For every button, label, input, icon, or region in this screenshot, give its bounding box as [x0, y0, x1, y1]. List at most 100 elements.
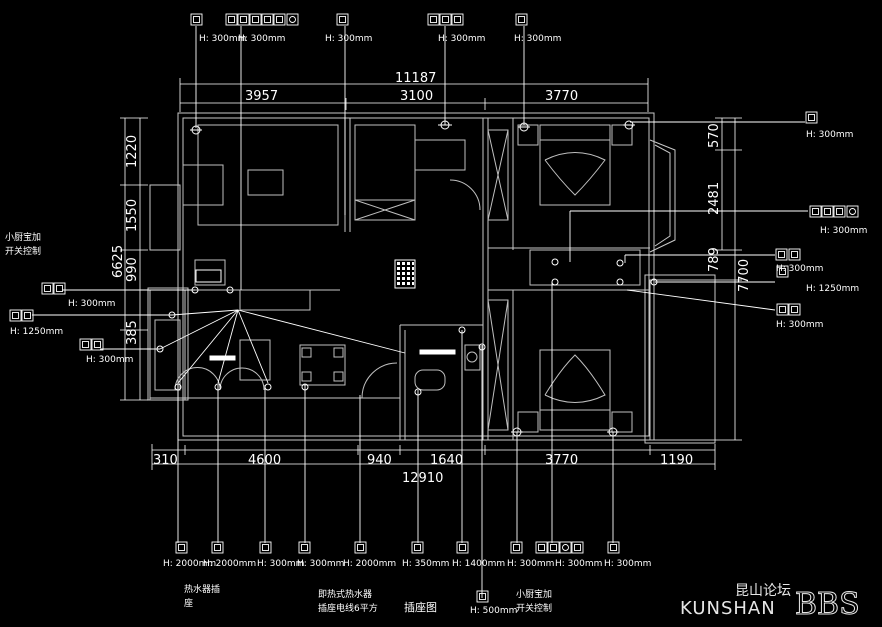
- socket-icon: [833, 205, 846, 218]
- dim-left-2: 1550: [125, 199, 140, 232]
- dim-top-3: 3770: [545, 89, 578, 104]
- socket-icon: [776, 265, 789, 278]
- socket-icon: [821, 205, 834, 218]
- note-water-heater-line2: 座: [184, 597, 193, 609]
- socket-marker: [226, 286, 234, 294]
- appliance-bar: [209, 355, 236, 361]
- drawing-title: 插座图: [404, 600, 437, 614]
- socket-marker: [438, 120, 452, 130]
- closet-x: [487, 299, 509, 431]
- socket-marker: [190, 125, 202, 135]
- stair-outline: [394, 259, 416, 289]
- chair: [301, 347, 312, 358]
- socket-height-label: H: 300mm: [604, 559, 651, 569]
- dim-left-1: 1220: [125, 135, 140, 168]
- socket-icon: [211, 541, 224, 554]
- bed-pillow: [544, 152, 606, 196]
- walls: [147, 112, 716, 444]
- socket-marker: [616, 259, 624, 267]
- closet: [487, 129, 509, 221]
- outer-wall-outer: [177, 112, 655, 441]
- socket-height-label: H: 300mm: [507, 559, 554, 569]
- socket-height-label: H: 2000mm: [163, 559, 216, 569]
- furniture: [154, 124, 641, 433]
- socket-icon: [456, 541, 469, 554]
- bed: [539, 124, 611, 206]
- socket-icon: [776, 303, 789, 316]
- socket-height-label: H: 300mm: [68, 299, 115, 309]
- dim-top-2: 3100: [400, 89, 433, 104]
- socket-icon: [21, 309, 34, 322]
- note-kitchen-left-line1: 小厨宝加: [5, 231, 41, 243]
- socket-height-label: H: 350mm: [402, 559, 449, 569]
- socket-icon: [259, 541, 272, 554]
- dim-left-4: 990: [125, 257, 140, 282]
- socket-icon: [788, 248, 801, 261]
- socket-marker: [191, 286, 199, 294]
- socket-icon: [846, 205, 859, 218]
- dim-total-top: 11187: [395, 71, 436, 86]
- dim-bottom-5: 3770: [545, 453, 578, 468]
- socket-height-label: H: 300mm: [257, 559, 304, 569]
- socket-icon: [510, 541, 523, 554]
- dim-bottom-1: 310: [153, 453, 178, 468]
- appliance-bar: [419, 349, 456, 355]
- toilet: [414, 369, 446, 391]
- dim-top-1: 3957: [245, 89, 278, 104]
- kitchen-island: [239, 339, 271, 381]
- socket-marker: [174, 383, 182, 391]
- socket-icon: [79, 338, 92, 351]
- socket-height-label: H: 300mm: [776, 320, 823, 330]
- right-balcony-wall: [649, 279, 716, 441]
- socket-icon: [559, 541, 572, 554]
- closet: [487, 299, 509, 431]
- outer-wall-inner: [182, 117, 650, 437]
- socket-marker: [551, 278, 559, 286]
- socket-marker: [551, 258, 559, 266]
- socket-height-label: H: 300mm: [555, 559, 602, 569]
- socket-height-label: H: 300mm: [806, 130, 853, 140]
- socket-marker: [414, 388, 422, 396]
- note-kitchen-bottom-line1: 小厨宝加: [516, 588, 552, 600]
- socket-icon: [53, 282, 66, 295]
- sink: [464, 344, 481, 371]
- socket-height-label: H: 300mm: [86, 355, 133, 365]
- socket-icon: [607, 541, 620, 554]
- socket-height-label: H: 300mm: [514, 34, 561, 44]
- socket-icon: [515, 13, 528, 26]
- right-balcony-outer: [644, 274, 716, 444]
- door-swing: [449, 179, 481, 211]
- socket-icon: [175, 541, 188, 554]
- fridge: [194, 259, 226, 286]
- dim-right-4: 7700: [737, 259, 752, 292]
- socket-icon: [336, 13, 349, 26]
- socket-icon: [571, 541, 584, 554]
- socket-marker: [623, 120, 635, 130]
- socket-icon: [273, 13, 286, 26]
- hall-wardrobe: [529, 249, 641, 286]
- note-kitchen-left-line2: 开关控制: [5, 245, 41, 257]
- socket-icon: [535, 541, 548, 554]
- leader-lines: [32, 26, 808, 598]
- watermark-bbs: BBS: [795, 587, 860, 622]
- dim-left-3: 6625: [111, 245, 126, 278]
- dim-bottom-4: 1640: [430, 453, 463, 468]
- bookshelf: [414, 139, 466, 171]
- socket-marker: [607, 427, 619, 437]
- chair: [333, 347, 344, 358]
- socket-labels: H: 300mm H: 300mm H: 300mm H: 300mm H: 3…: [10, 34, 867, 616]
- bed-pillow: [544, 354, 606, 403]
- socket-height-label: H: 300mm: [238, 34, 285, 44]
- dim-bottom-3: 940: [367, 453, 392, 468]
- socket-height-label: H: 300mm: [438, 34, 485, 44]
- notes: 小厨宝加 开关控制 小厨宝加 开关控制 热水器插 座 即热式热水器 插座电线6平…: [5, 231, 552, 614]
- socket-marker: [478, 343, 486, 351]
- socket-icon: [286, 13, 299, 26]
- nightstand: [611, 124, 633, 146]
- note-instant-heater-line1: 即热式热水器: [318, 588, 372, 600]
- dim-right-1: 570: [707, 123, 722, 148]
- socket-height-label: H: 1400mm: [452, 559, 505, 569]
- closet-x: [487, 129, 509, 221]
- socket-icons: [9, 13, 859, 603]
- wardrobe: [354, 124, 416, 221]
